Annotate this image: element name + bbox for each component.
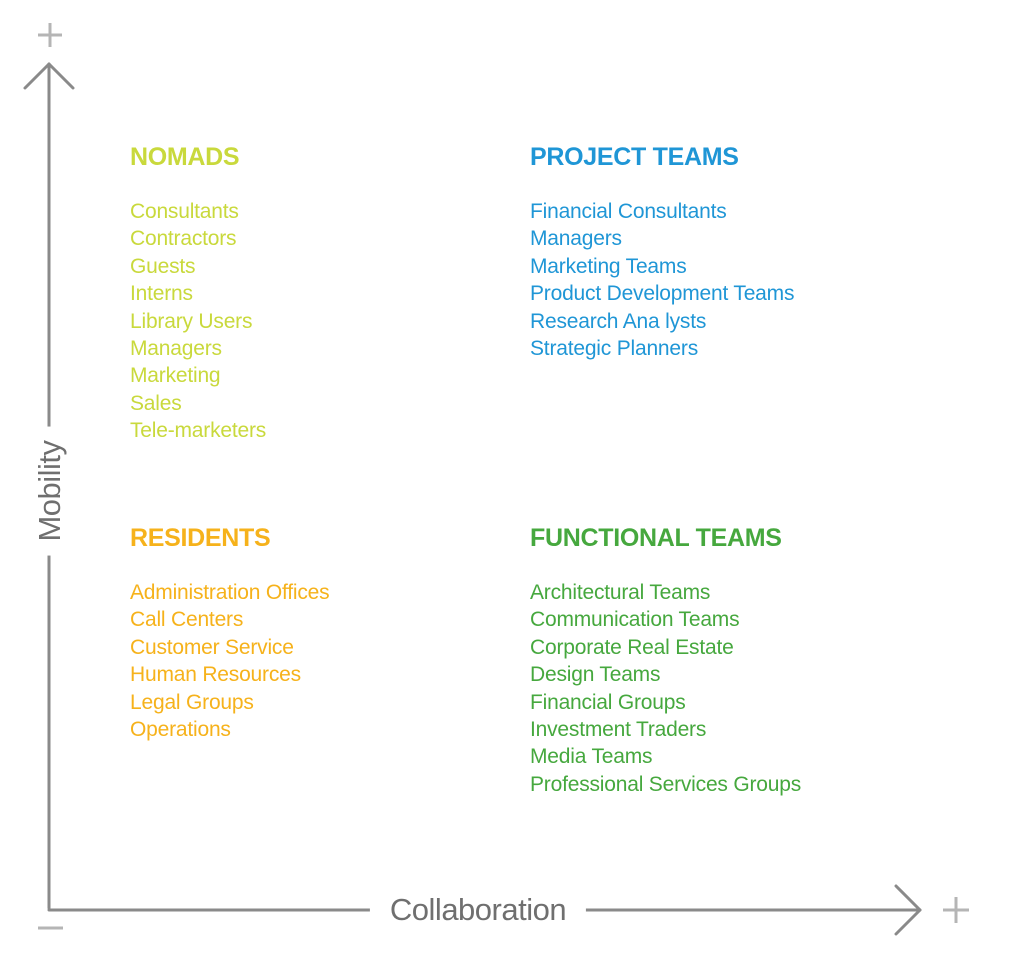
list-item: Professional Services Groups bbox=[530, 772, 802, 796]
list-item: Strategic Planners bbox=[530, 337, 698, 361]
list-item: Marketing Teams bbox=[530, 254, 687, 278]
list-item: Tele-marketers bbox=[130, 419, 267, 443]
list-item: Administration Offices bbox=[130, 581, 330, 604]
list-item: Investment Traders bbox=[530, 718, 707, 742]
list-item: Architectural Teams bbox=[530, 581, 711, 604]
list-item: Interns bbox=[130, 282, 193, 306]
list-item: Communication Teams bbox=[530, 608, 740, 632]
list-item: Guests bbox=[130, 254, 196, 278]
quadrant-title: PROJECT TEAMS bbox=[530, 143, 739, 171]
list-item: Call Centers bbox=[130, 608, 244, 632]
x-axis-plus-icon bbox=[943, 897, 969, 923]
list-item: Human Resources bbox=[130, 663, 301, 687]
list-item: Consultants bbox=[130, 200, 239, 223]
y-axis-label: Mobility bbox=[32, 426, 68, 556]
list-item: Product Development Teams bbox=[530, 282, 795, 306]
list-item: Legal Groups bbox=[130, 690, 254, 714]
list-item: Marketing bbox=[130, 364, 221, 388]
list-item: Media Teams bbox=[530, 745, 653, 769]
list-item: Corporate Real Estate bbox=[530, 635, 734, 659]
list-item: Sales bbox=[130, 391, 182, 415]
list-item: Financial Groups bbox=[530, 690, 686, 714]
list-item: Managers bbox=[130, 337, 222, 361]
quadrant-title: NOMADS bbox=[130, 143, 240, 171]
list-item: Customer Service bbox=[130, 635, 294, 659]
quadrant-title: RESIDENTS bbox=[130, 524, 271, 552]
list-item: Operations bbox=[130, 718, 231, 742]
list-item: Design Teams bbox=[530, 663, 661, 687]
list-item: Library Users bbox=[130, 309, 253, 333]
y-axis-arrowhead bbox=[23, 62, 75, 90]
list-item: Financial Consultants bbox=[530, 200, 727, 223]
list-item: Research Ana lysts bbox=[530, 309, 707, 333]
list-item: Managers bbox=[530, 227, 622, 251]
quadrant-title: FUNCTIONAL TEAMS bbox=[530, 524, 782, 552]
x-axis-label: Collaboration bbox=[369, 892, 587, 928]
x-axis-arrowhead bbox=[894, 884, 922, 936]
list-item: Contractors bbox=[130, 227, 237, 251]
y-axis-plus-icon bbox=[38, 23, 62, 47]
